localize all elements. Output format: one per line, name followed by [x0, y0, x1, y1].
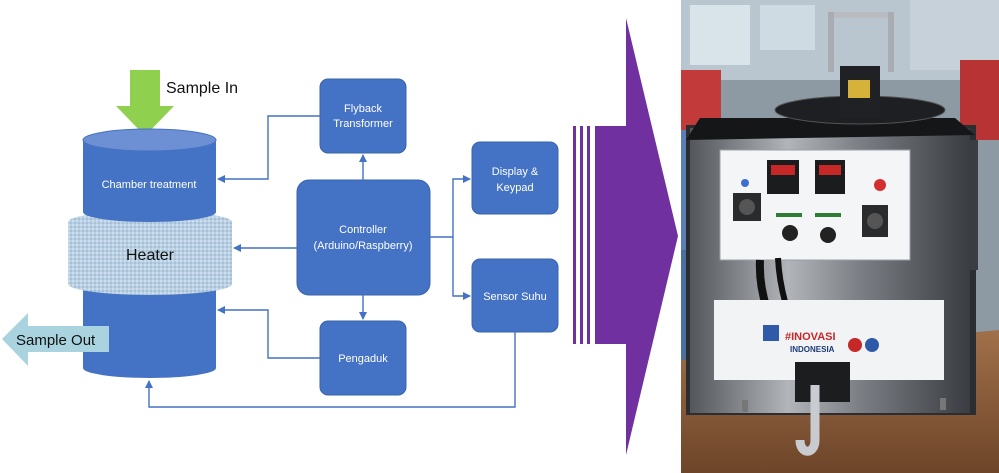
chamber-cylinder: [82, 128, 217, 222]
heater-label: Heater: [126, 247, 175, 264]
stirrer-label: Pengaduk: [338, 353, 388, 365]
controller-label-1: Controller: [339, 224, 387, 236]
sample-out-label: Sample Out: [16, 332, 96, 349]
photo-panel-logo: #INOVASI: [785, 331, 836, 343]
controller-box: [296, 179, 431, 296]
sample-in-label: Sample In: [166, 80, 238, 97]
display-box: [471, 141, 559, 215]
sensor-label: Sensor Suhu: [483, 291, 547, 303]
controller-label-2: (Arduino/Raspberry): [313, 240, 412, 252]
device-photo: #INOVASI INDONESIA: [681, 0, 999, 473]
sample-out-arrow: [2, 313, 109, 366]
big-transition-arrow: [573, 18, 678, 455]
sample-in-arrow: [116, 70, 174, 136]
display-label-2: Keypad: [496, 182, 533, 194]
display-label-1: Display &: [492, 166, 539, 178]
photo-panel-logo-2: INDONESIA: [790, 345, 835, 354]
chamber-label: Chamber treatment: [102, 179, 197, 191]
connectors: [145, 115, 516, 408]
flyback-label-2: Transformer: [333, 118, 393, 130]
flyback-label-1: Flyback: [344, 103, 382, 115]
flyback-box: [319, 78, 407, 154]
